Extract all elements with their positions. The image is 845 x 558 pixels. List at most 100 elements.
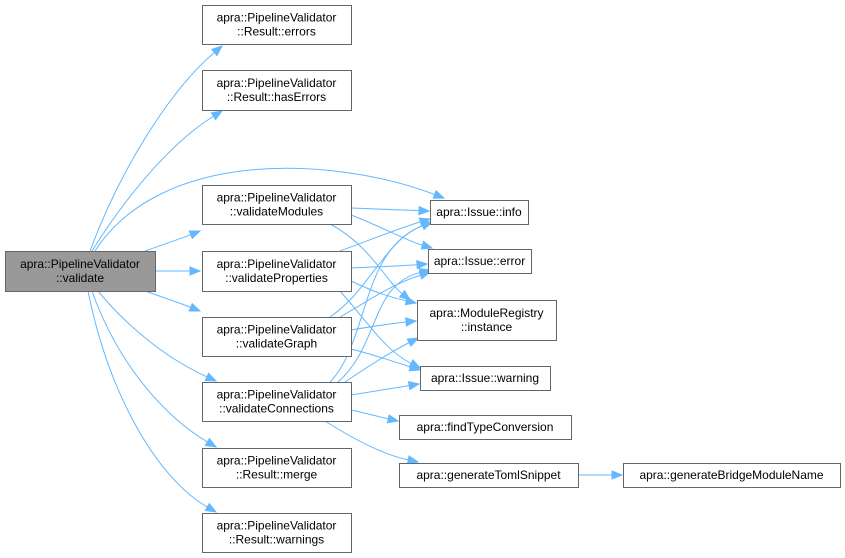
node-validateConnections[interactable]: apra::PipelineValidator::validateConnect… — [202, 382, 352, 422]
arrowhead-icon — [189, 266, 202, 276]
node-label: ::validateGraph — [236, 337, 317, 351]
node-error[interactable]: apra::Issue::error — [428, 249, 532, 274]
node-box[interactable] — [5, 251, 156, 292]
node-label: ::Result::errors — [237, 25, 316, 39]
arrowhead-icon — [188, 230, 202, 240]
edge-validateProperties-to-info — [339, 217, 432, 252]
node-box[interactable] — [417, 300, 557, 341]
node-box[interactable] — [428, 249, 532, 274]
node-box[interactable] — [202, 513, 352, 553]
node-label: apra::PipelineValidator — [217, 257, 337, 271]
node-label: ::Result::merge — [236, 468, 318, 482]
node-box[interactable] — [420, 366, 551, 391]
edge-line — [350, 214, 423, 246]
node-merge[interactable]: apra::PipelineValidator::Result::merge — [202, 448, 352, 488]
edge-validateConnections-to-warning — [350, 381, 421, 396]
edge-validateGraph-to-warning — [350, 348, 422, 372]
node-label: apra::generateBridgeModuleName — [639, 468, 823, 482]
arrowhead-icon — [611, 470, 624, 480]
node-instance[interactable]: apra::ModuleRegistry::instance — [417, 300, 557, 341]
arrowhead-icon — [408, 362, 422, 372]
node-label: apra::findTypeConversion — [417, 420, 554, 434]
node-box[interactable] — [202, 185, 352, 225]
node-label: apra::Issue::error — [434, 254, 525, 268]
edge-line — [350, 207, 420, 212]
node-validateGraph[interactable]: apra::PipelineValidator::validateGraph — [202, 317, 352, 357]
node-label: apra::Issue::info — [436, 205, 522, 219]
node-label: ::Result::warnings — [229, 533, 324, 547]
edge-validateGraph-to-error — [339, 270, 432, 318]
arrowhead-icon — [406, 455, 420, 465]
edge-line — [350, 280, 407, 302]
node-box[interactable] — [430, 200, 529, 225]
edge-validate-to-merge — [91, 290, 218, 448]
node-box[interactable] — [623, 463, 841, 488]
arrowhead-icon — [418, 205, 431, 216]
node-label: ::validateConnections — [219, 402, 334, 416]
edge-line — [350, 348, 411, 368]
node-label: apra::PipelineValidator — [217, 191, 337, 205]
edge-line — [97, 290, 208, 378]
node-label: ::validate — [56, 271, 104, 285]
nodes-layer: apra::PipelineValidator::validateapra::P… — [5, 5, 841, 553]
edge-validate-to-errors — [89, 45, 224, 252]
node-warning[interactable]: apra::Issue::warning — [420, 366, 551, 391]
node-generateBridgeModuleName[interactable]: apra::generateBridgeModuleName — [623, 463, 841, 488]
edge-line — [339, 221, 421, 252]
edge-validate-to-info — [94, 167, 446, 252]
node-validateModules[interactable]: apra::PipelineValidator::validateModules — [202, 185, 352, 225]
arrowhead-icon — [416, 260, 429, 270]
edge-line — [89, 52, 215, 252]
node-box[interactable] — [202, 448, 352, 488]
node-box[interactable] — [202, 70, 352, 111]
node-errors[interactable]: apra::PipelineValidator::Result::errors — [202, 5, 352, 45]
node-box[interactable] — [399, 463, 579, 488]
node-hasErrors[interactable]: apra::PipelineValidator::Result::hasErro… — [202, 70, 352, 111]
node-label: apra::Issue::warning — [431, 371, 539, 385]
edge-validate-to-validateConnections — [97, 290, 218, 382]
arrowhead-icon — [204, 502, 218, 513]
arrowhead-icon — [420, 240, 434, 250]
node-box[interactable] — [202, 5, 352, 45]
edge-validateConnections-to-generateTomlSnippet — [324, 420, 420, 465]
arrowhead-icon — [418, 267, 432, 278]
arrowhead-icon — [204, 372, 218, 382]
edge-line — [87, 290, 208, 508]
edge-line — [144, 234, 191, 252]
node-box[interactable] — [202, 382, 352, 422]
node-validateProperties[interactable]: apra::PipelineValidator::validatePropert… — [202, 251, 352, 292]
edge-validate-to-validateModules — [144, 230, 202, 252]
node-box[interactable] — [202, 251, 352, 292]
node-box[interactable] — [202, 317, 352, 357]
edge-line — [344, 342, 410, 383]
edge-validateConnections-to-info — [329, 221, 434, 383]
node-validate[interactable]: apra::PipelineValidator::validate — [5, 251, 156, 292]
node-info[interactable]: apra::Issue::info — [430, 200, 529, 225]
arrowhead-icon — [420, 221, 434, 231]
edge-validateConnections-to-error — [337, 267, 432, 383]
node-label: apra::generateTomlSnippet — [416, 468, 561, 482]
edge-line — [144, 290, 191, 308]
arrowhead-icon — [405, 317, 418, 327]
node-label: apra::PipelineValidator — [217, 76, 337, 90]
edge-line — [350, 385, 410, 396]
node-warnings[interactable]: apra::PipelineValidator::Result::warning… — [202, 513, 352, 553]
node-findTypeConversion[interactable]: apra::findTypeConversion — [399, 415, 572, 440]
node-label: ::instance — [461, 320, 513, 334]
edge-line — [94, 167, 435, 252]
edge-validate-to-validateGraph — [144, 290, 202, 312]
node-generateTomlSnippet[interactable]: apra::generateTomlSnippet — [399, 463, 579, 488]
edge-validateProperties-to-error — [350, 260, 429, 270]
edge-line — [324, 420, 409, 461]
node-label: ::Result::hasErrors — [227, 90, 326, 104]
arrowhead-icon — [404, 296, 418, 306]
edge-line — [91, 115, 214, 252]
node-box[interactable] — [399, 415, 572, 440]
edge-generateTomlSnippet-to-generateBridgeModuleName — [577, 470, 624, 480]
edge-validateModules-to-info — [350, 205, 431, 216]
arrowhead-icon — [386, 414, 400, 424]
arrowhead-icon — [406, 337, 420, 348]
edge-line — [350, 264, 418, 269]
edge-validate-to-validateProperties — [154, 266, 202, 276]
edge-line — [339, 274, 421, 318]
